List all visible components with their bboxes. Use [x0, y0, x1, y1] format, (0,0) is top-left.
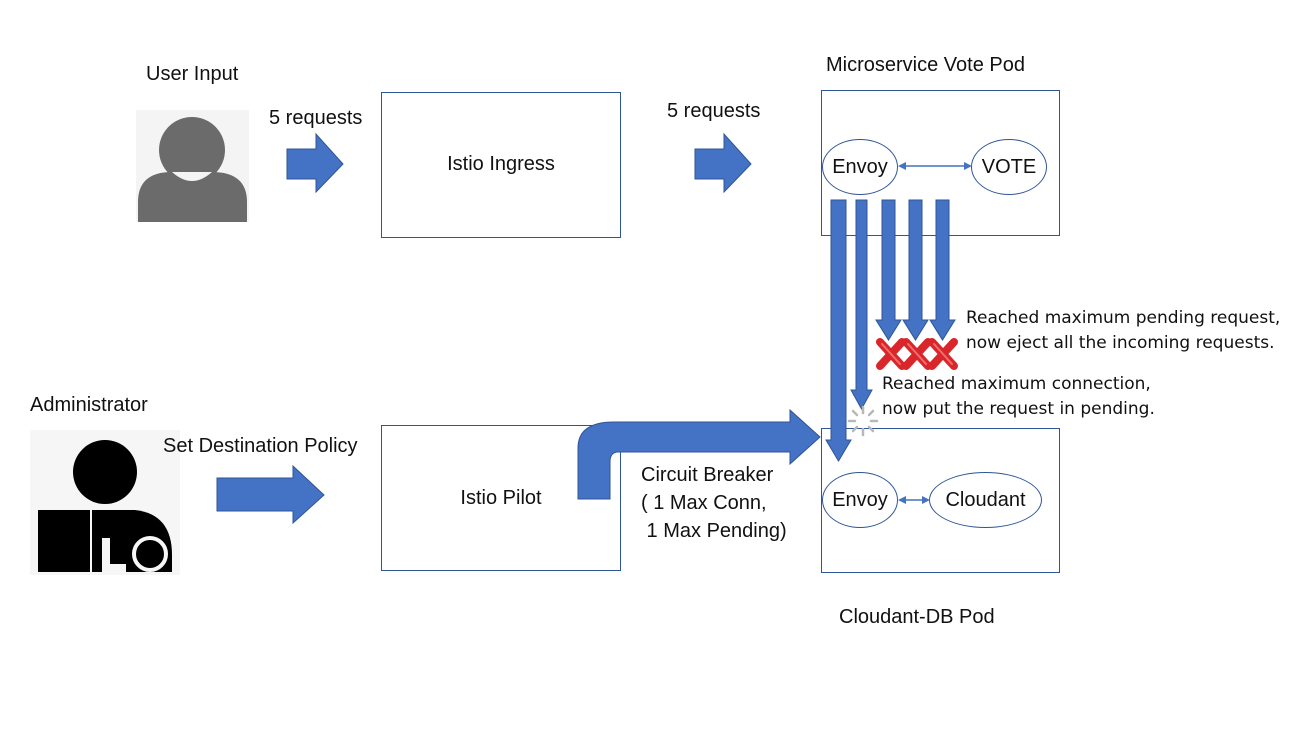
arrow-pilot-to-db [577, 408, 821, 500]
conn-note-line2: now put the request in pending. [882, 399, 1155, 419]
pending-spinner-icon [847, 405, 879, 437]
arrow-ingress-to-vote [694, 132, 752, 194]
pending-note-line2: now eject all the incoming requests. [966, 333, 1275, 353]
request-arrow-connected [825, 199, 852, 462]
vote-service-node: VOTE [971, 139, 1047, 195]
circuit-breaker-line2: ( 1 Max Conn, [641, 492, 767, 514]
administrator-label: Administrator [30, 394, 148, 416]
ingress-requests-label: 5 requests [667, 100, 761, 122]
conn-note-line1: Reached maximum connection, [882, 374, 1151, 394]
request-arrow-pending [850, 199, 873, 411]
circuit-breaker-line3: 1 Max Pending) [641, 520, 787, 542]
admin-icon [30, 430, 180, 575]
request-arrow-rejected-3 [929, 199, 956, 341]
vote-connector [898, 162, 972, 170]
set-destination-policy-label: Set Destination Policy [163, 435, 358, 457]
user-input-label: User Input [146, 63, 239, 85]
db-service-node: Cloudant [929, 472, 1042, 528]
arrow-admin-to-pilot [216, 464, 325, 525]
person-icon [136, 110, 249, 222]
istio-pilot-label: Istio Pilot [460, 487, 542, 509]
user-requests-label: 5 requests [269, 107, 363, 129]
db-envoy-node: Envoy [822, 472, 898, 528]
request-arrow-rejected-1 [875, 199, 902, 341]
request-arrow-rejected-2 [902, 199, 929, 341]
istio-ingress-label: Istio Ingress [447, 153, 555, 175]
reject-x-icon [876, 338, 958, 370]
vote-envoy-node: Envoy [822, 139, 898, 195]
arrow-user-to-ingress [286, 132, 344, 194]
circuit-breaker-line1: Circuit Breaker [641, 464, 774, 486]
pending-note-line1: Reached maximum pending request, [966, 308, 1281, 328]
db-connector [898, 496, 930, 504]
vote-pod-title: Microservice Vote Pod [826, 54, 1025, 76]
db-pod-title: Cloudant-DB Pod [839, 606, 995, 628]
istio-ingress-box: Istio Ingress [381, 92, 621, 238]
